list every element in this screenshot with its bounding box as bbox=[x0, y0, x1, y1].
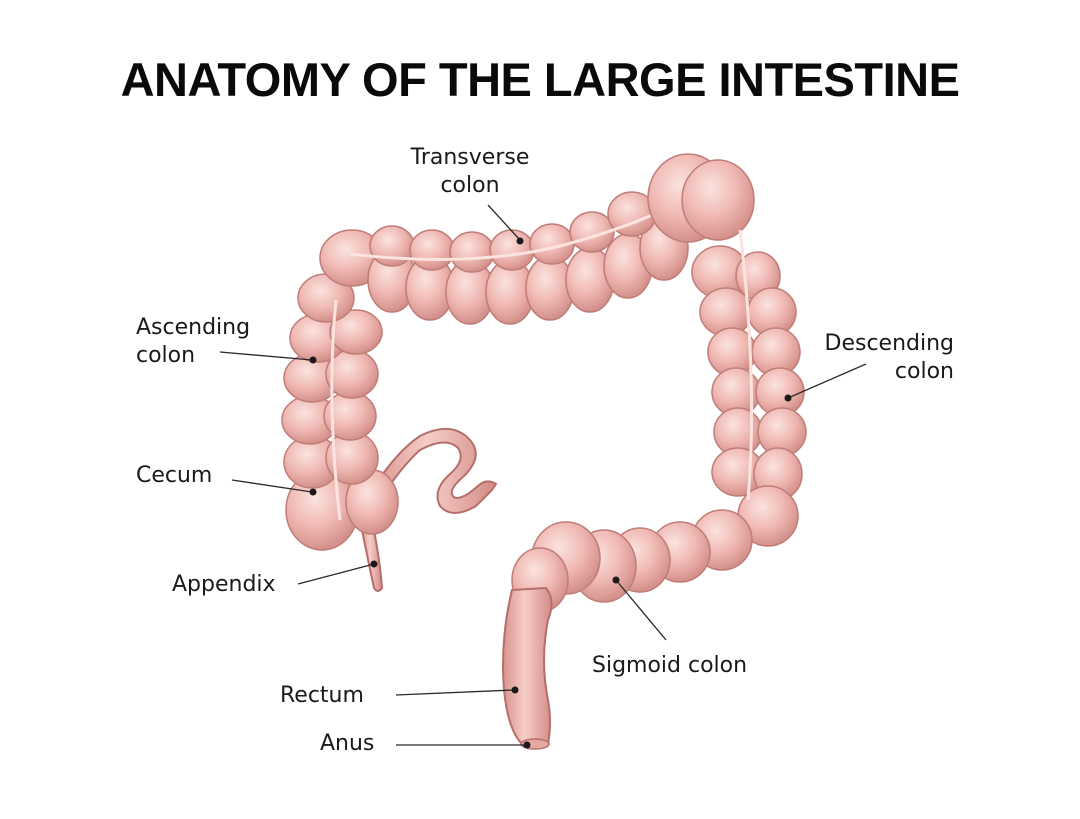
leader-cecum bbox=[231, 479, 313, 493]
leader-dots bbox=[309, 237, 792, 749]
label-rectum: Rectum bbox=[280, 683, 364, 708]
label-ascending-line2: colon bbox=[136, 343, 196, 368]
ascending-colon-shape bbox=[281, 273, 399, 551]
label-anus: Anus bbox=[320, 731, 375, 756]
rectum-shape bbox=[502, 586, 553, 745]
leader-ascending bbox=[219, 351, 313, 361]
label-sigmoid-colon: Sigmoid colon bbox=[592, 653, 748, 678]
label-transverse-line2: colon bbox=[440, 173, 500, 198]
label-descending-colon: Descending colon bbox=[800, 330, 955, 386]
label-appendix: Appendix bbox=[172, 572, 276, 597]
ileum-shape bbox=[370, 428, 498, 514]
leader-sigmoid bbox=[615, 579, 667, 641]
leader-appendix bbox=[297, 563, 375, 585]
label-ascending-line1: Ascending bbox=[136, 315, 251, 340]
leader-transverse bbox=[487, 204, 521, 241]
label-descending-line2: colon bbox=[894, 359, 954, 384]
appendix-shape bbox=[358, 519, 384, 592]
label-transverse-line1: Transverse bbox=[410, 145, 530, 170]
leader-rectum bbox=[395, 689, 515, 696]
label-transverse-colon: Transverse colon bbox=[395, 144, 545, 200]
label-ascending-colon: Ascending colon bbox=[136, 314, 250, 370]
descending-colon-shape bbox=[647, 153, 807, 547]
leader-lines bbox=[219, 204, 867, 746]
transverse-colon-shape bbox=[319, 188, 701, 325]
leader-descending bbox=[787, 363, 867, 399]
sigmoid-colon-shape bbox=[511, 509, 753, 613]
label-descending-line1: Descending bbox=[824, 331, 955, 356]
diagram-title: ANATOMY OF THE LARGE INTESTINE bbox=[120, 53, 960, 106]
label-cecum: Cecum bbox=[136, 463, 213, 488]
